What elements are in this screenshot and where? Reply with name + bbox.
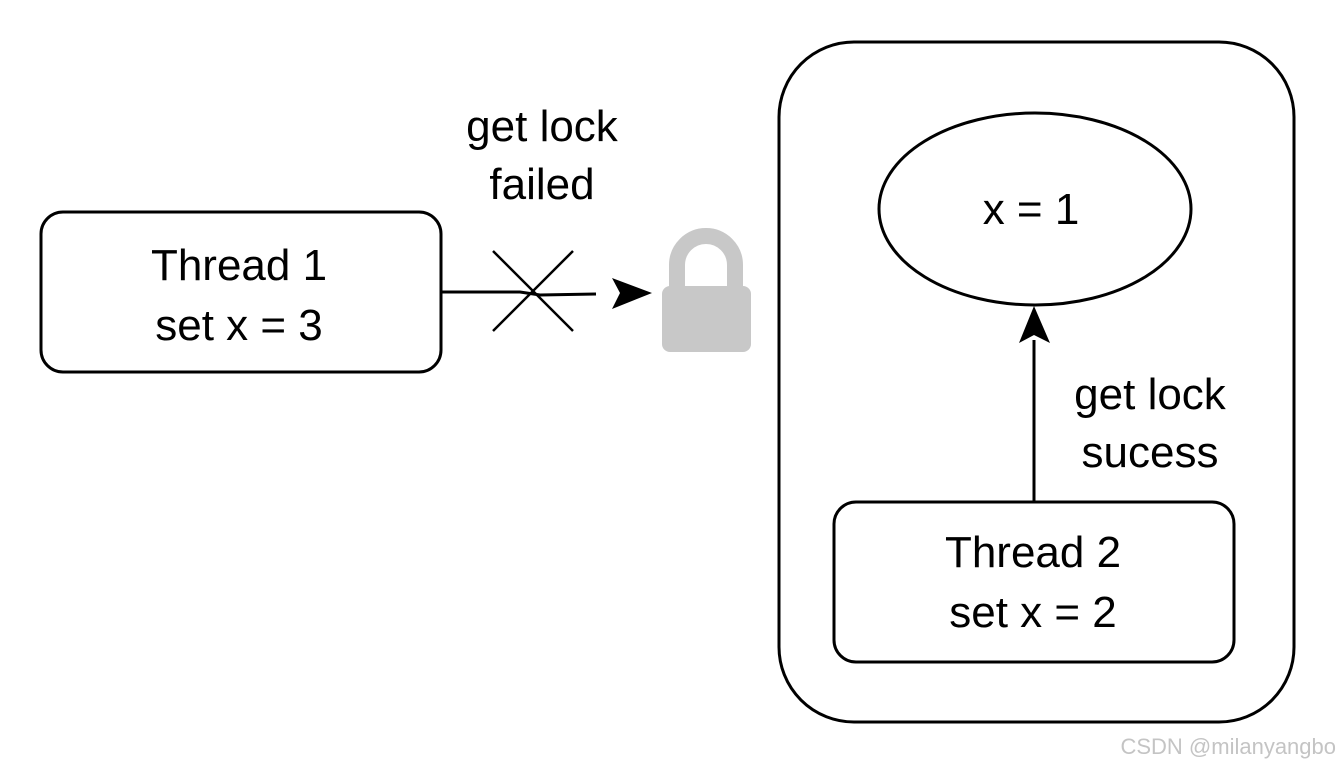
cross-icon [492, 250, 574, 332]
failed-label-line1: get lock [466, 102, 619, 151]
success-label: get lock sucess [1074, 370, 1227, 477]
failed-label-line2: failed [489, 160, 594, 209]
watermark: CSDN @milanyangbo [1120, 734, 1336, 759]
shared-value-text: x = 1 [983, 185, 1080, 234]
failed-arrow [442, 290, 597, 297]
thread2-action: set x = 2 [949, 588, 1117, 637]
success-arrow-head [1019, 306, 1050, 343]
thread1-box [39, 210, 443, 374]
success-label-line1: get lock [1074, 370, 1227, 419]
shared-value-node: x = 1 [877, 111, 1193, 307]
thread2-title: Thread 2 [945, 528, 1121, 577]
thread1-action: set x = 3 [155, 301, 323, 350]
shared-value-ellipse [877, 111, 1193, 307]
failed-label: get lock failed [466, 102, 619, 209]
thread1-node: Thread 1 set x = 3 [39, 210, 443, 374]
critical-section-container [777, 40, 1296, 724]
failed-arrow-head [612, 278, 652, 309]
thread1-title: Thread 1 [151, 241, 327, 290]
padlock-icon [662, 228, 751, 352]
thread2-box [832, 500, 1236, 664]
thread2-node: Thread 2 set x = 2 [832, 500, 1236, 664]
success-label-line2: sucess [1082, 428, 1219, 477]
